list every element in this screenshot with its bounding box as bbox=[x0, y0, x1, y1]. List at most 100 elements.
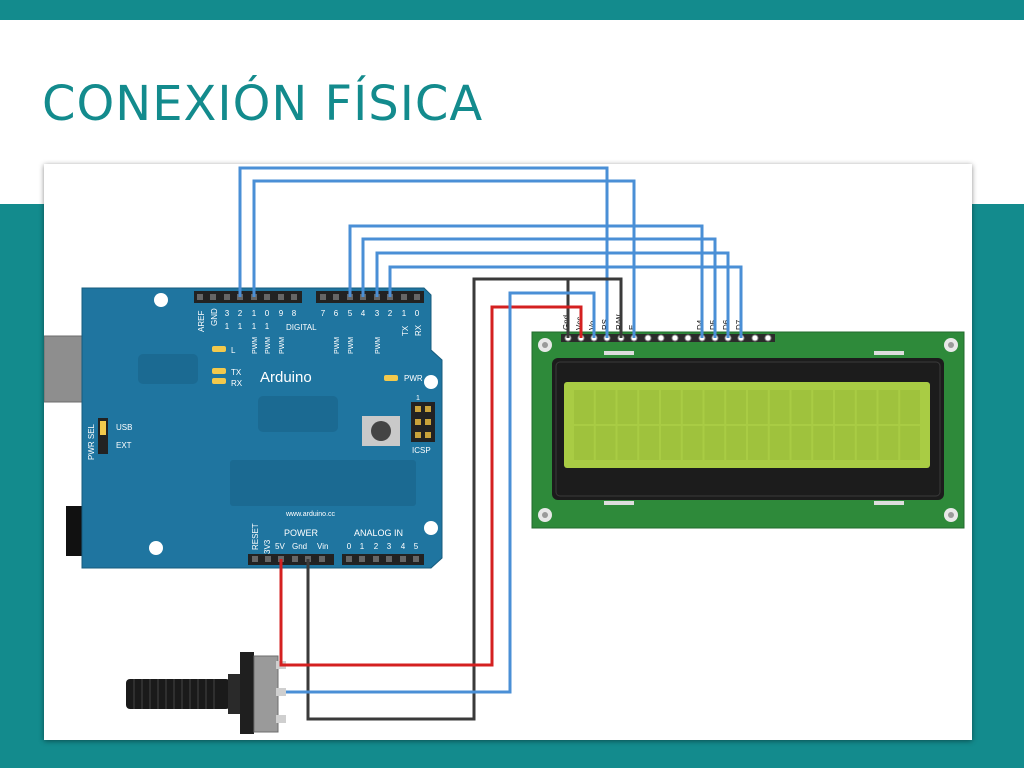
wire-pin2-d7 bbox=[388, 265, 743, 338]
lcd-cell bbox=[704, 426, 725, 460]
icsp-pin1-label: 1 bbox=[416, 395, 420, 402]
icsp-header bbox=[411, 402, 435, 442]
rx-pin-label: RX bbox=[414, 324, 423, 336]
analog-pin-5: 5 bbox=[414, 542, 419, 551]
arduino-board: AREF GND 3 1 2 1 1 1 0 1 9 8 DIGITAL 7 6… bbox=[81, 287, 443, 569]
power-pin-3v3: 3V3 bbox=[263, 539, 272, 554]
wire-pin3-d6 bbox=[375, 251, 730, 338]
pin-number-12-top: 2 bbox=[238, 309, 243, 318]
pin-number-5: 5 bbox=[348, 309, 353, 318]
power-pin-reset: RESET bbox=[251, 523, 260, 550]
wire-pin4-d5 bbox=[361, 237, 717, 338]
tx-pin-label: TX bbox=[401, 325, 410, 336]
lcd-cell bbox=[856, 426, 877, 460]
lcd-cell bbox=[682, 426, 703, 460]
pin-number-11-bottom: 1 bbox=[252, 322, 257, 331]
pwm-label-5: PWM bbox=[348, 337, 355, 354]
lcd-cell bbox=[878, 390, 899, 424]
icsp-label: ICSP bbox=[412, 446, 431, 455]
pwm-label-11: PWM bbox=[252, 337, 259, 354]
analog-pin-2: 2 bbox=[374, 542, 379, 551]
header-label-aref: AREF bbox=[197, 311, 206, 332]
lcd-cell bbox=[900, 426, 920, 460]
lcd-module bbox=[531, 331, 965, 529]
slide-title: CONEXIÓN FÍSICA bbox=[42, 76, 484, 132]
lcd-cell bbox=[748, 426, 768, 460]
wire-pin11-e bbox=[252, 179, 636, 338]
pin-number-1: 1 bbox=[402, 309, 407, 318]
lcd-cell bbox=[661, 426, 681, 460]
potentiometer-shaft bbox=[126, 679, 230, 709]
led-label-rx: RX bbox=[231, 379, 243, 388]
pwm-label-9: PWM bbox=[279, 337, 286, 354]
power-label: POWER bbox=[284, 528, 319, 538]
pin-number-2: 2 bbox=[388, 309, 393, 318]
wiring-diagram: AREF GND 3 1 2 1 1 1 0 1 9 8 DIGITAL 7 6… bbox=[44, 164, 972, 740]
lcd-cell bbox=[748, 390, 768, 424]
lcd-cell bbox=[791, 426, 812, 460]
pin-number-13-bottom: 1 bbox=[225, 322, 230, 331]
analog-in-label: ANALOG IN bbox=[354, 528, 403, 538]
lcd-cell bbox=[813, 426, 833, 460]
lcd-cell bbox=[574, 390, 594, 424]
pin-number-12-bottom: 1 bbox=[238, 322, 243, 331]
top-accent-band bbox=[0, 0, 1024, 20]
pin-number-10-bottom: 1 bbox=[265, 322, 270, 331]
lcd-cell bbox=[813, 390, 833, 424]
lcd-cell bbox=[661, 390, 681, 424]
lcd-cell bbox=[726, 426, 746, 460]
wire-ground-rw bbox=[568, 277, 623, 338]
led-rx bbox=[212, 378, 226, 384]
pin-number-7: 7 bbox=[321, 309, 326, 318]
pwm-label-6: PWM bbox=[334, 337, 341, 354]
usb-label: USB bbox=[116, 423, 132, 432]
led-label-l: L bbox=[231, 346, 236, 355]
header-label-gnd: GND bbox=[210, 308, 219, 326]
pwr-sel-label: PWR SEL bbox=[87, 423, 96, 460]
arduino-brand: Arduino bbox=[260, 369, 312, 386]
analog-pin-0: 0 bbox=[347, 542, 352, 551]
analog-pin-1: 1 bbox=[360, 542, 365, 551]
wire-pin5-d4 bbox=[348, 224, 704, 338]
pin-number-6: 6 bbox=[334, 309, 339, 318]
lcd-cell bbox=[595, 390, 616, 424]
wire-pot-vo bbox=[286, 291, 596, 694]
lcd-cell bbox=[835, 390, 855, 424]
lcd-cell bbox=[617, 390, 638, 424]
power-pin-vin: Vin bbox=[317, 542, 328, 551]
wire-5v-vcc bbox=[279, 305, 583, 667]
pwm-label-10: PWM bbox=[265, 337, 272, 354]
pin-number-10-top: 0 bbox=[265, 309, 270, 318]
pin-number-13-top: 3 bbox=[225, 309, 230, 318]
lcd-cell bbox=[900, 390, 920, 424]
lcd-cell bbox=[769, 426, 790, 460]
pin-number-8: 8 bbox=[292, 309, 297, 318]
lcd-cell bbox=[595, 426, 616, 460]
lcd-cell bbox=[639, 390, 659, 424]
pin-number-9: 9 bbox=[279, 309, 284, 318]
pwm-label-3: PWM bbox=[375, 337, 382, 354]
lcd-cell bbox=[878, 426, 899, 460]
led-label-tx: TX bbox=[231, 368, 242, 377]
lcd-character-grid bbox=[574, 390, 920, 460]
led-pwr bbox=[384, 375, 398, 381]
pin-number-11-top: 1 bbox=[252, 309, 257, 318]
ext-label: EXT bbox=[116, 441, 132, 450]
lcd-cell bbox=[856, 390, 877, 424]
potentiometer bbox=[126, 652, 286, 734]
lcd-cell bbox=[835, 426, 855, 460]
pin-number-4: 4 bbox=[361, 309, 366, 318]
power-pin-gnd: Gnd bbox=[292, 542, 307, 551]
lcd-cell bbox=[639, 426, 659, 460]
lcd-cell bbox=[574, 426, 594, 460]
analog-pin-3: 3 bbox=[387, 542, 392, 551]
lcd-cell bbox=[617, 426, 638, 460]
pin-number-3: 3 bbox=[375, 309, 380, 318]
pin-number-0: 0 bbox=[415, 309, 420, 318]
led-l bbox=[212, 346, 226, 352]
lcd-cell bbox=[769, 390, 790, 424]
lcd-cell bbox=[791, 390, 812, 424]
power-pin-5v: 5V bbox=[275, 542, 285, 551]
analog-pin-4: 4 bbox=[401, 542, 406, 551]
led-tx bbox=[212, 368, 226, 374]
